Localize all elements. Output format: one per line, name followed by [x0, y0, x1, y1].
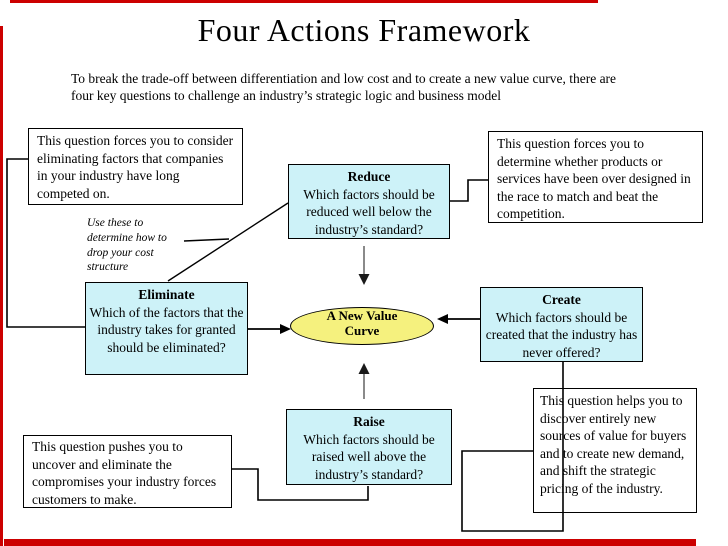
arrow-down-icon: [358, 274, 370, 285]
action-box-reduce: Reduce Which factors should be reduced w…: [288, 164, 450, 239]
eliminate-question: Which of the factors that the industry t…: [89, 304, 244, 355]
connector-reduce-to-callout: [450, 179, 488, 202]
slide-title: Four Actions Framework: [197, 12, 531, 48]
action-box-create: Create Which factors should be created t…: [480, 287, 643, 362]
action-box-eliminate: Eliminate Which of the factors that the …: [85, 282, 248, 375]
callout-create: This question helps you to discover enti…: [533, 388, 697, 513]
connector-note-tick: [183, 238, 230, 242]
eliminate-title: Eliminate: [138, 287, 195, 302]
slide-subtitle: To break the trade-off between different…: [71, 70, 686, 104]
new-value-curve-label: A New Value Curve: [326, 308, 398, 338]
callout-raise: This question pushes you to uncover and …: [23, 435, 232, 508]
connector-diagonal-eliminate-reduce: [167, 202, 289, 282]
arrow-up-icon: [358, 363, 370, 374]
slide-border-top: [10, 0, 598, 3]
reduce-title: Reduce: [347, 169, 391, 184]
cost-structure-note: Use these to determine how to drop your …: [87, 217, 167, 274]
subtitle-line-2: four key questions to challenge an indus…: [71, 88, 502, 103]
callout-reduce: This question forces you to determine wh…: [488, 131, 703, 223]
subtitle-line-1: To break the trade-off between different…: [71, 71, 617, 86]
callout-eliminate: This question forces you to consider eli…: [28, 128, 243, 205]
slide-border-bottom: [4, 539, 696, 546]
slide-border-left: [0, 26, 3, 546]
new-value-curve-ellipse: [290, 307, 434, 345]
raise-question: Which factors should be raised well abov…: [303, 431, 435, 482]
raise-title: Raise: [353, 414, 385, 429]
create-question: Which factors should be created that the…: [485, 309, 638, 360]
action-box-raise: Raise Which factors should be raised wel…: [286, 409, 452, 485]
create-title: Create: [542, 292, 581, 307]
reduce-question: Which factors should be reduced well bel…: [303, 186, 435, 237]
arrow-left-icon: [437, 314, 448, 324]
